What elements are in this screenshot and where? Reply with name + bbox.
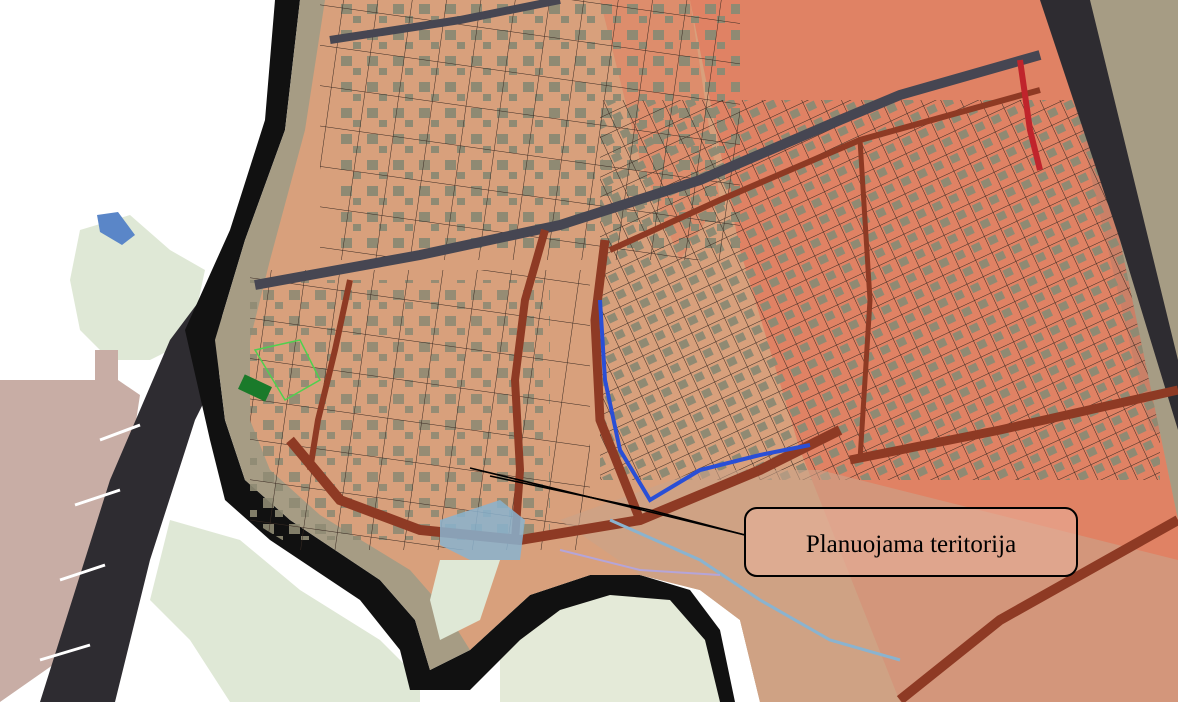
street-vertical-east [590,239,645,522]
green-parcel-outline [253,339,321,402]
water-patch [97,212,135,245]
pond [440,500,525,560]
street-vertical-centre [510,228,549,541]
street-grid-north [608,87,1041,253]
street-grid-east [857,139,873,461]
green-land-area [70,215,205,360]
street-vertical-west [307,279,353,471]
stream-tributary-2 [559,549,721,576]
stream [598,299,811,503]
green-parcel-label [238,374,272,402]
dark-road-left [40,300,240,702]
main-road-north [329,0,561,44]
stream-tributary [609,518,901,662]
dark-highway-east [1040,0,1178,430]
main-road-northwest [254,50,1042,290]
parcel-lines-west [250,270,590,550]
green-land-area-south [150,520,420,702]
street-east-diagonal-south [896,515,1178,702]
callout-label: Planuojama teritorija [806,531,1016,558]
road-marking [39,423,141,662]
parcel-lines-north [320,0,740,260]
street-east-diagonal [849,385,1178,465]
street-red-east [1017,59,1043,171]
callout-leader-line-2 [489,475,746,536]
callout-box [744,507,1078,577]
lake-south [430,560,500,640]
